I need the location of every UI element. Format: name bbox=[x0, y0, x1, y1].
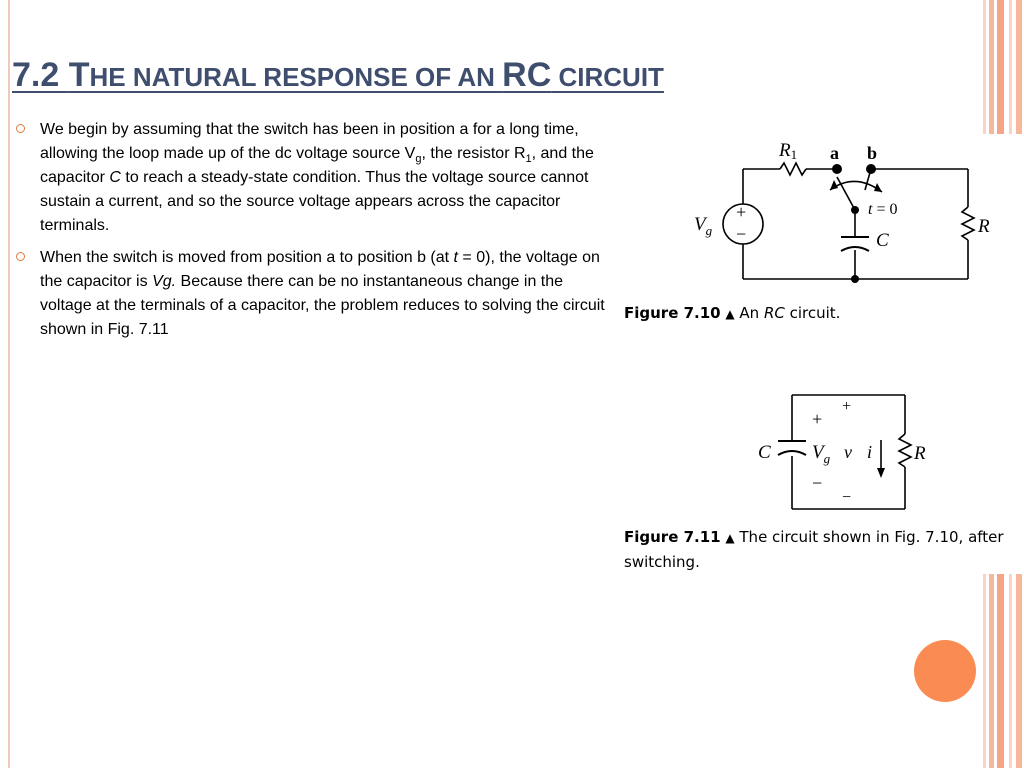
bullet-circle-icon bbox=[16, 252, 25, 261]
label-c: C bbox=[876, 230, 889, 251]
decorative-stripes bbox=[978, 0, 1024, 768]
left-border-line bbox=[8, 0, 10, 768]
label-c: C bbox=[758, 442, 771, 463]
label-source-plus: + bbox=[736, 202, 746, 222]
bullet-item: We begin by assuming that the switch has… bbox=[16, 118, 612, 238]
label-plus-left: + bbox=[812, 409, 822, 429]
caption-triangle-icon: ▲ bbox=[725, 307, 735, 321]
label-plus-top: + bbox=[842, 398, 851, 415]
label-vg: Vg bbox=[694, 214, 713, 238]
label-vg: Vg bbox=[812, 442, 831, 466]
slide-title: 7.2 THE NATURAL RESPONSE OF AN RC CIRCUI… bbox=[12, 56, 664, 94]
figure-7-10-circuit: R1 a b t = 0 + − Vg C R bbox=[694, 140, 990, 283]
label-r: R bbox=[913, 443, 926, 464]
label-minus-left: − bbox=[812, 473, 822, 493]
label-r1: R1 bbox=[778, 140, 797, 162]
bullet-list: We begin by assuming that the switch has… bbox=[16, 118, 612, 350]
figure-7-11-caption: Figure 7.11 ▲ The circuit shown in Fig. … bbox=[624, 528, 1004, 571]
label-t-eq-0: t = 0 bbox=[868, 201, 897, 218]
label-node-a: a bbox=[830, 143, 839, 163]
label-minus-bottom: − bbox=[842, 489, 851, 506]
label-i: i bbox=[867, 442, 872, 462]
caption-triangle-icon: ▲ bbox=[725, 531, 735, 545]
bullet-circle-icon bbox=[16, 124, 25, 133]
figure-7-11-circuit: + + − − C Vg v i R bbox=[758, 394, 926, 510]
figure-7-10-caption: Figure 7.10 ▲ An RC circuit. bbox=[624, 304, 841, 322]
label-source-minus: − bbox=[736, 224, 746, 244]
label-v: v bbox=[844, 442, 852, 462]
orange-circle-decoration bbox=[914, 640, 976, 702]
bullet-item: When the switch is moved from position a… bbox=[16, 246, 612, 342]
label-node-b: b bbox=[867, 143, 877, 163]
label-r: R bbox=[977, 216, 990, 237]
